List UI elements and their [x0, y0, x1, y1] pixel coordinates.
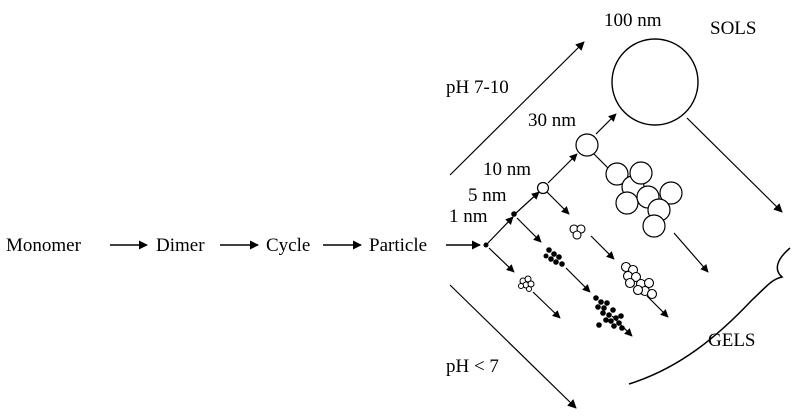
aggregation-arrow-10a [547, 192, 569, 214]
open-cluster-small [570, 225, 585, 239]
size-label-30nm: 30 nm [528, 110, 576, 131]
open-cluster-large [622, 263, 657, 299]
particle-30nm [576, 134, 598, 156]
dense-cluster-small [544, 247, 565, 267]
particle-1nm [484, 243, 489, 248]
particle-label: Particle [369, 235, 427, 256]
growth-arrow-1 [487, 217, 513, 244]
sols-label: SOLS [710, 18, 756, 39]
aggregation-arrow-5a [517, 218, 541, 242]
cycle-label: Cycle [266, 235, 310, 256]
large-particle-network [606, 162, 682, 237]
small-cluster [519, 276, 535, 292]
size-label-5nm: 5 nm [468, 185, 507, 206]
sol-to-gel-arrow [687, 118, 782, 212]
dense-cluster-large [593, 295, 625, 331]
gels-brace [629, 248, 790, 384]
gels-label: GELS [708, 330, 756, 351]
aggregation-arrow-1a [489, 248, 514, 272]
aggregation-arrow-10b [591, 236, 614, 259]
aggregation-arrow-10c [647, 296, 668, 317]
particle-10nm [538, 183, 549, 194]
monomer-label: Monomer [6, 235, 82, 256]
ph-low-label: pH < 7 [446, 356, 499, 377]
particle-5nm [511, 211, 517, 217]
dimer-label: Dimer [156, 235, 205, 256]
growth-arrow-2 [516, 192, 539, 213]
ph-high-label: pH 7-10 [446, 77, 509, 98]
aggregation-arrow-30b [674, 233, 708, 272]
size-label-10nm: 10 nm [483, 159, 531, 180]
size-label-100nm: 100 nm [604, 10, 662, 31]
aggregation-arrow-1b [533, 292, 560, 318]
growth-arrow-4 [596, 114, 616, 134]
ph-low-arrow [450, 285, 576, 408]
aggregation-arrow-5b [566, 268, 590, 292]
size-label-1nm: 1 nm [449, 206, 488, 227]
particle-100nm [612, 39, 698, 125]
growth-arrow-3 [548, 154, 577, 183]
ph-high-arrow [450, 42, 584, 175]
